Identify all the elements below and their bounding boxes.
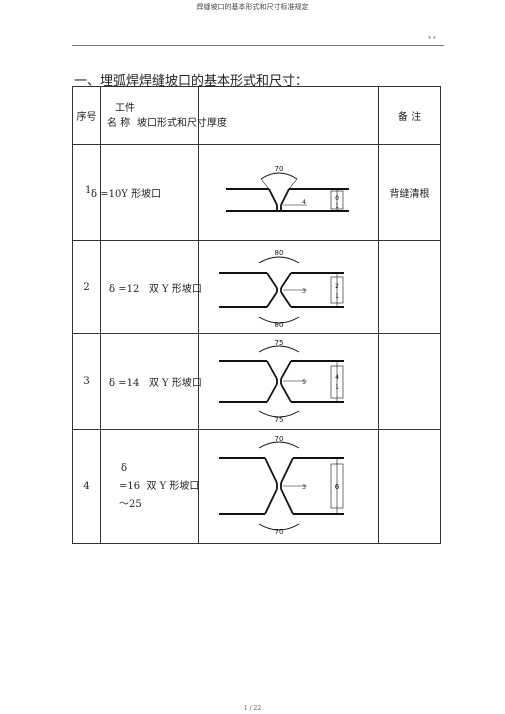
table-row: 2 δ =12 双 Y 形坡口	[72, 240, 441, 334]
double-y-groove-diagram: 70 70 6 3	[219, 435, 344, 536]
header-mark: * *	[428, 36, 436, 43]
row2-note	[378, 240, 441, 334]
table-row: 3 δ =14 双 Y 形坡口	[72, 333, 441, 430]
double-y-groove-diagram: 75 75 4 1 5	[219, 339, 344, 424]
header-form-label: 坡口形式和尺寸厚度	[137, 118, 227, 129]
header-note: 备 注	[378, 86, 441, 145]
row1-diagram: 70 0 1 4	[198, 144, 379, 241]
row4-label-a: 6	[335, 483, 340, 491]
row2-label-c: 3	[302, 288, 306, 295]
header-name-line1: 工件	[115, 102, 135, 114]
header-rule	[72, 45, 444, 46]
row4-diagram: 70 70 6 3	[198, 429, 379, 544]
row2-label-b: 1	[335, 293, 339, 300]
row2-top-angle: 80	[275, 249, 284, 257]
table-header-row: 序号 工件 名 称 坡口形式和尺寸厚度 备 注	[72, 86, 441, 145]
row4-top-angle: 70	[275, 435, 284, 443]
row2-bottom-angle: 80	[275, 321, 284, 329]
double-y-groove-diagram: 80 80 2 1 3	[219, 249, 344, 329]
row2-label-a: 2	[335, 283, 339, 290]
header-name-line2: 名 称	[107, 117, 131, 129]
row4-label-b: 3	[302, 484, 306, 491]
section-title: 一、埋弧焊焊缝坡口的基本形式和尺寸：	[74, 74, 309, 89]
header-form: 坡口形式和尺寸厚度	[137, 86, 379, 145]
row2-diagram: 80 80 2 1 3	[198, 240, 379, 334]
row3-no: 3	[72, 333, 101, 430]
row2-name: δ =12 双 Y 形坡口	[100, 240, 202, 334]
header-name: 工件 名 称	[100, 86, 199, 145]
row3-label-c: 5	[302, 379, 306, 386]
row3-label-b: 1	[335, 384, 339, 391]
row1-no: 1	[72, 144, 101, 241]
row1-label-a: 0	[335, 195, 339, 202]
row1-top-angle: 70	[275, 165, 284, 173]
row4-bottom-angle: 70	[275, 528, 284, 536]
row1-label-b: 1	[335, 203, 339, 210]
row3-top-angle: 75	[275, 339, 284, 347]
page-footer: 1 / 22	[243, 705, 262, 712]
row3-name: δ =14 双 Y 形坡口	[100, 333, 202, 430]
row1-name: δ =10Y 形坡口	[91, 144, 199, 241]
row1-note: 背缝清根	[378, 144, 441, 241]
row4-name: δ =16 双 Y 形坡口 ～25	[100, 429, 199, 544]
table-row: 4 δ =16 双 Y 形坡口 ～25	[72, 429, 441, 544]
row1-label-c: 4	[302, 199, 306, 206]
row3-bottom-angle: 75	[275, 416, 284, 424]
running-header: 焊缝坡口的基本形式和尺寸标准规定	[196, 3, 309, 11]
groove-table: 序号 工件 名 称 坡口形式和尺寸厚度 备 注 1 δ =10Y 形坡口	[72, 86, 441, 544]
row3-note	[378, 333, 441, 430]
table-row: 1 δ =10Y 形坡口	[72, 144, 441, 241]
row4-note	[378, 429, 441, 544]
single-y-groove-diagram: 70 0 1 4	[226, 165, 349, 212]
row2-no: 2	[72, 240, 101, 334]
row4-no: 4	[72, 429, 101, 544]
row3-label-a: 4	[335, 374, 339, 381]
header-no: 序号	[72, 86, 101, 145]
row3-diagram: 75 75 4 1 5	[198, 333, 379, 430]
